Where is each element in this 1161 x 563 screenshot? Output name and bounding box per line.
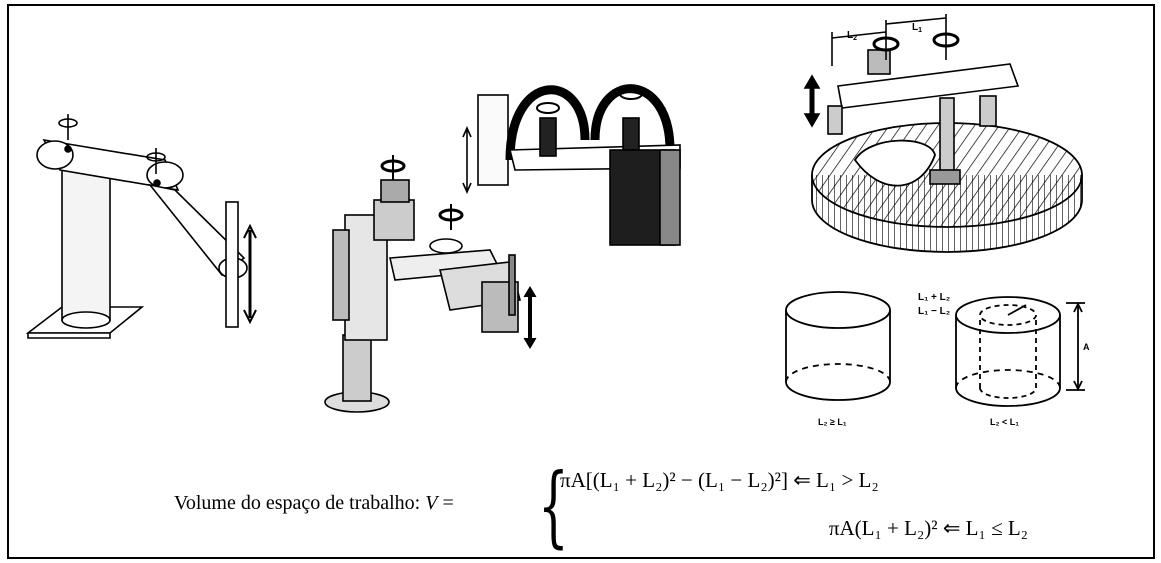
figure-frame — [7, 4, 1155, 559]
formula-lead: Volume do espaço de trabalho: V = — [174, 492, 454, 514]
label-L1-minus-L2: L₁ − L₂ — [918, 306, 950, 317]
scara-robot-top — [803, 14, 1020, 185]
scara-robot-detailed — [324, 155, 537, 413]
cylinder-L2-lt-L1 — [955, 296, 1085, 407]
formula-case-1: πA[(L₁ + L₂)² − (L₁ − L₂)²] ⇐ L₁ > L₂ — [560, 468, 879, 492]
cylinder-L2-ge-L1 — [785, 291, 891, 401]
formula-brace: { — [538, 454, 569, 557]
label-height-A: A — [1083, 342, 1090, 352]
label-L1-plus-L2: L₁ + L₂ — [918, 292, 950, 303]
workspace-volume-formula: Volume do espaço de trabalho: V = { πA[(… — [160, 462, 1040, 558]
scara-robot-simple — [25, 114, 257, 339]
caption-L2-lt-L1: L₂ < L₁ — [990, 417, 1019, 427]
caption-L2-ge-L1: L₂ ≥ L₁ — [818, 417, 847, 427]
formula-case-2: πA(L₁ + L₂)² ⇐ L₁ ≤ L₂ — [828, 516, 1028, 540]
label-L1: L1 — [912, 22, 922, 34]
scara-robot-overhead — [462, 84, 681, 246]
label-L2: L2 — [847, 30, 857, 42]
